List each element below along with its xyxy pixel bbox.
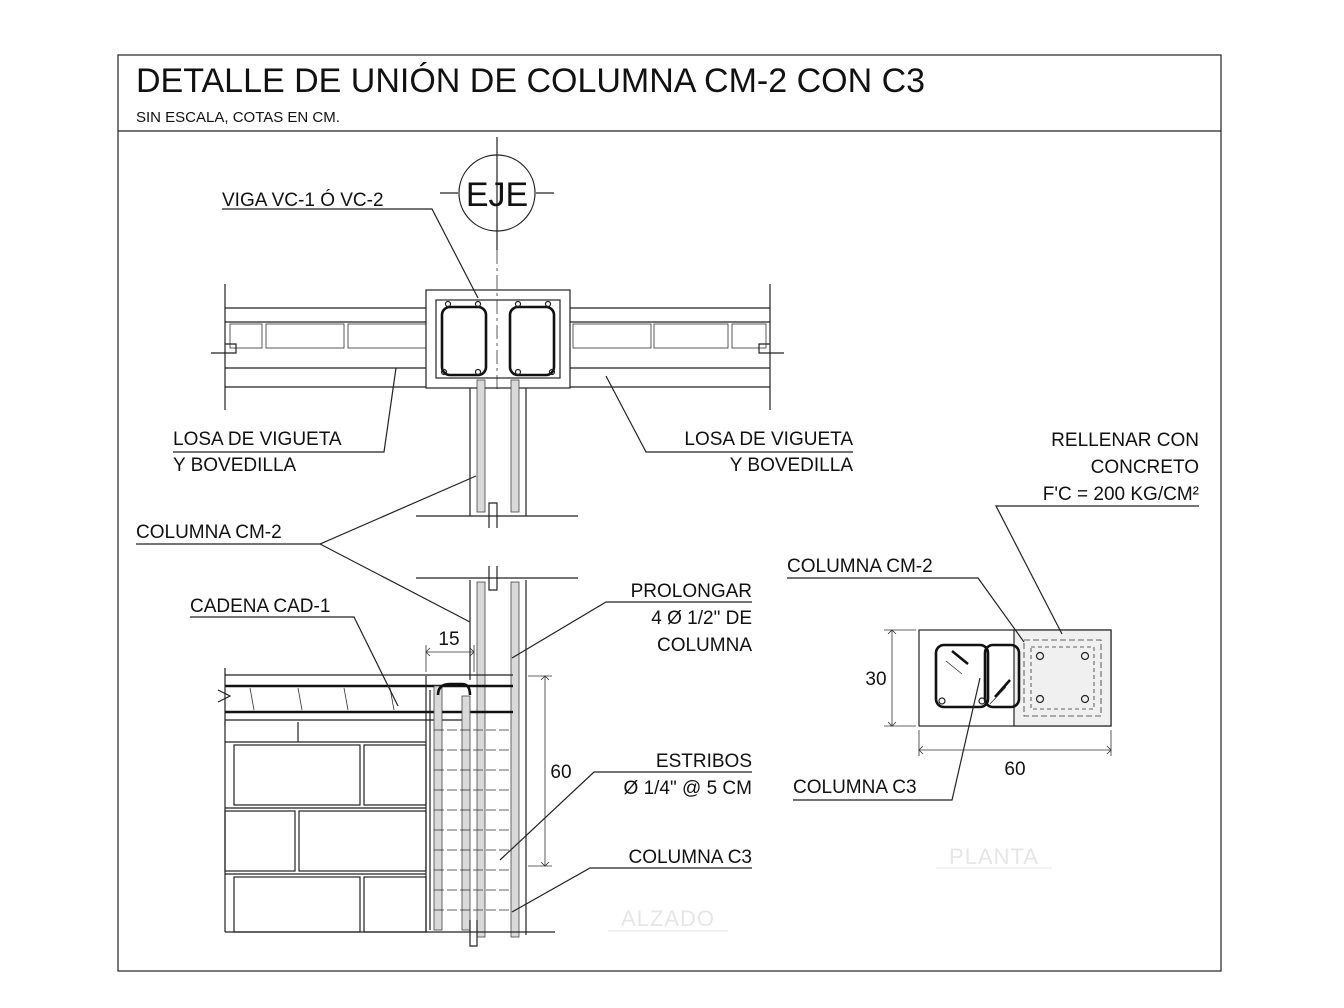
label-estribos: ESTRIBOS Ø 1/4" @ 5 CM bbox=[499, 751, 752, 861]
dimension-width-15: 15 bbox=[425, 629, 475, 672]
plan-dimension-height: 30 bbox=[865, 629, 916, 727]
label-columna-c3-plan: COLUMNA C3 bbox=[793, 677, 981, 801]
label-columna-cm2-plan: COLUMNA CM-2 bbox=[787, 556, 1025, 643]
plan-section bbox=[918, 629, 1112, 727]
estribos-line2: Ø 1/4" @ 5 CM bbox=[624, 778, 752, 799]
label-losa-left: LOSA DE VIGUETA Y BOVEDILLA bbox=[173, 367, 397, 476]
rellenar-line2: CONCRETO bbox=[1091, 457, 1199, 478]
viga-label: VIGA VC-1 Ó VC-2 bbox=[222, 189, 384, 211]
columna-cm2-plan-label: COLUMNA CM-2 bbox=[787, 556, 933, 577]
label-cadena: CADENA CAD-1 bbox=[190, 596, 399, 707]
label-prolongar: PROLONGAR 4 Ø 1/2" DE COLUMNA bbox=[511, 581, 752, 659]
dimension-60-text: 60 bbox=[550, 762, 571, 783]
plan-dimension-width: 60 bbox=[918, 730, 1112, 780]
dimension-height-60: 60 bbox=[528, 675, 572, 867]
axis-marker: EJE bbox=[440, 137, 554, 250]
elevation-view-label: ALZADO bbox=[621, 906, 715, 931]
columna-c3-plan-label: COLUMNA C3 bbox=[793, 777, 917, 798]
column-c3-elevation bbox=[425, 676, 512, 932]
column-cm2-upper bbox=[469, 379, 527, 516]
estribos-line1: ESTRIBOS bbox=[656, 751, 752, 772]
columna-cm2-elevation-label: COLUMNA CM-2 bbox=[136, 522, 282, 543]
drawing-frame bbox=[117, 54, 1222, 972]
label-rellenar: RELLENAR CON CONCRETO F'C = 200 KG/CM² bbox=[995, 430, 1199, 635]
masonry-wall bbox=[224, 722, 555, 933]
elevation-slab-right bbox=[570, 284, 784, 410]
rellenar-line3: F'C = 200 KG/CM² bbox=[1043, 484, 1199, 505]
losa-left-line2: Y BOVEDILLA bbox=[173, 455, 297, 476]
label-columna-cm2-elevation: COLUMNA CM-2 bbox=[136, 475, 477, 623]
plan-view-label: PLANTA bbox=[949, 844, 1039, 869]
columna-c3-elevation-label: COLUMNA C3 bbox=[628, 847, 752, 868]
beam-section bbox=[425, 289, 571, 389]
column-cm2-lower bbox=[469, 580, 527, 938]
losa-right-line2: Y BOVEDILLA bbox=[730, 455, 854, 476]
dimension-15-text: 15 bbox=[438, 629, 459, 650]
label-losa-right: LOSA DE VIGUETA Y BOVEDILLA bbox=[605, 375, 854, 476]
losa-left-line1: LOSA DE VIGUETA bbox=[173, 429, 342, 450]
axis-label: EJE bbox=[466, 176, 528, 214]
losa-right-line1: LOSA DE VIGUETA bbox=[684, 429, 853, 450]
drawing-subtitle: SIN ESCALA, COTAS EN CM. bbox=[136, 109, 340, 126]
cadena-label: CADENA CAD-1 bbox=[190, 596, 330, 617]
elevation-slab-left bbox=[211, 284, 427, 410]
drawing-title: DETALLE DE UNIÓN DE COLUMNA CM-2 CON C3 bbox=[136, 62, 925, 100]
break-symbol-bottom bbox=[469, 920, 478, 947]
break-symbol-upper bbox=[488, 502, 498, 528]
plan-dimension-60-text: 60 bbox=[1004, 759, 1025, 780]
prolongar-line1: PROLONGAR bbox=[631, 581, 752, 602]
prolongar-line3: COLUMNA bbox=[657, 635, 752, 656]
label-columna-c3-elevation: COLUMNA C3 bbox=[511, 847, 752, 913]
label-viga: VIGA VC-1 Ó VC-2 bbox=[222, 189, 479, 299]
prolongar-line2: 4 Ø 1/2" DE bbox=[651, 608, 752, 629]
plan-dimension-30-text: 30 bbox=[865, 669, 886, 690]
rellenar-line1: RELLENAR CON bbox=[1051, 430, 1199, 451]
break-symbol-lower bbox=[488, 566, 498, 591]
